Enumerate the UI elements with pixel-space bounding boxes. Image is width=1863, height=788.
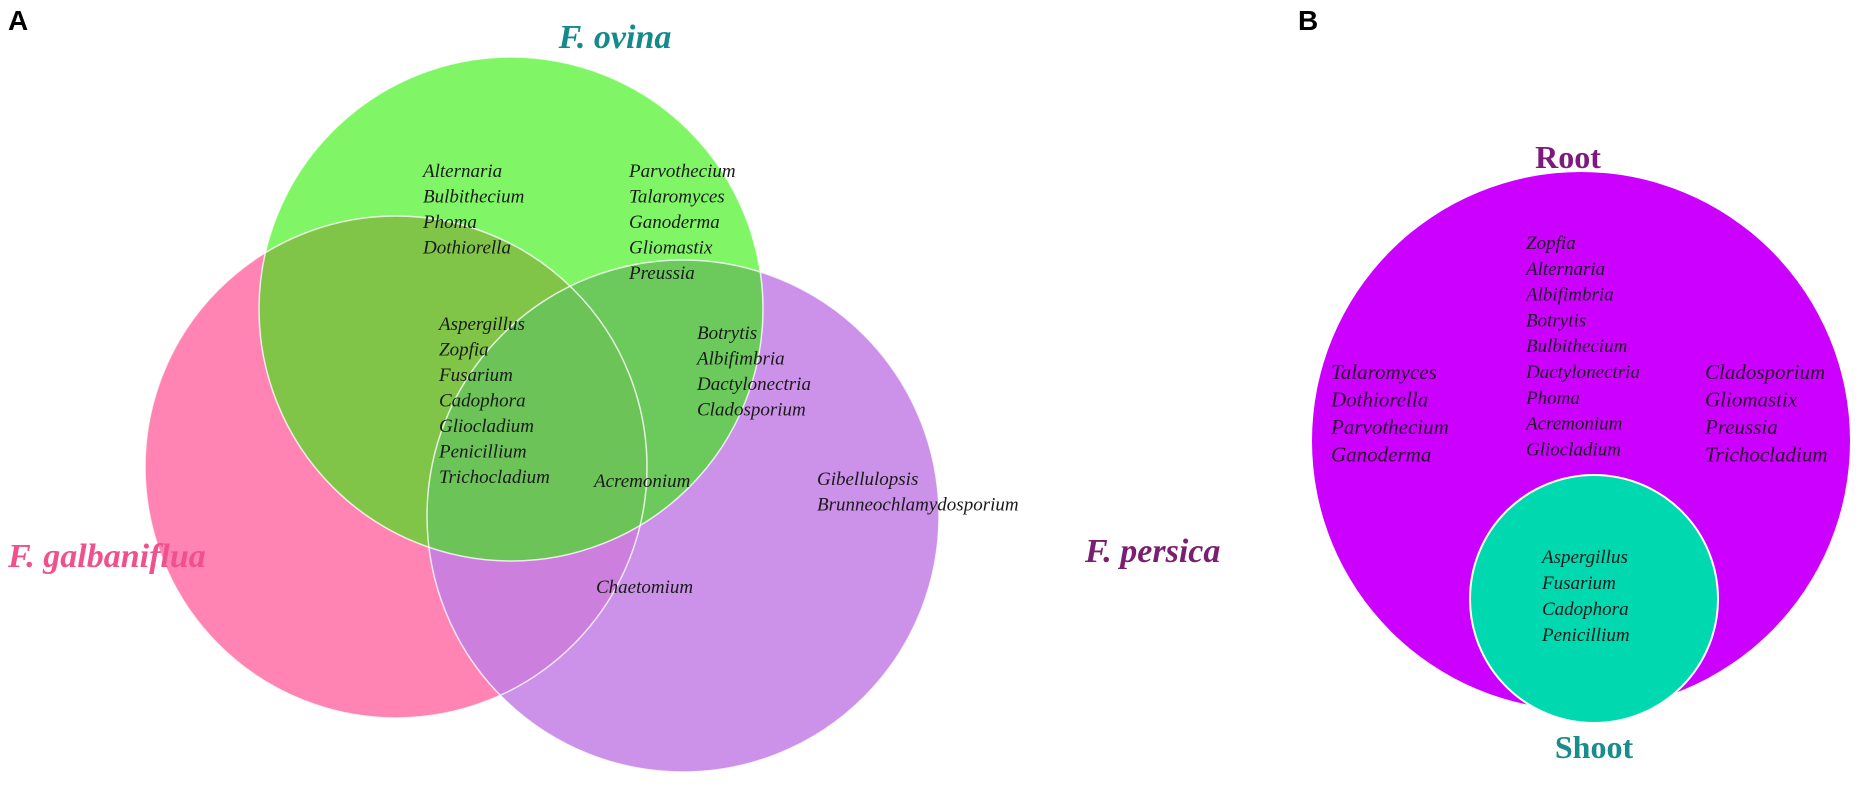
genus-label: Gliomastix [629, 238, 713, 259]
genus-label: Zopfia [1526, 233, 1576, 254]
panel-b-letter: B [1298, 5, 1318, 36]
genus-label: Parvothecium [628, 161, 736, 182]
genus-label: Albifimbria [695, 349, 785, 370]
genus-label: Trichocladium [439, 467, 550, 488]
genus-label: Botrytis [1526, 310, 1586, 331]
genus-label: Aspergillus [1540, 547, 1628, 568]
region-galbaniflua-persica: Chaetomium [596, 577, 693, 598]
genus-label: Zopfia [439, 340, 489, 361]
genus-label: Talaromyces [1331, 360, 1437, 384]
circle-shoot [1469, 474, 1719, 724]
genus-label: Talaromyces [629, 187, 725, 208]
genus-label: Phoma [1525, 388, 1580, 409]
genus-label: Fusarium [438, 365, 513, 386]
root-left-list: TalaromycesDothiorellaParvotheciumGanode… [1330, 360, 1449, 467]
genus-label: Aspergillus [437, 314, 525, 335]
genus-label: Bulbithecium [1526, 336, 1627, 357]
root-center-list: ZopfiaAlternariaAlbifimbriaBotrytisBulbi… [1524, 233, 1640, 460]
genus-label: Cadophora [439, 391, 526, 412]
title-galbaniflua: F. galbaniflua [7, 538, 206, 575]
genus-label: Ganoderma [1331, 443, 1431, 467]
title-shoot: Shoot [1555, 729, 1634, 765]
genus-label: Trichocladium [1705, 443, 1828, 467]
genus-label: Botrytis [697, 323, 757, 344]
circle-ovina [259, 57, 763, 561]
genus-label: Preussia [1704, 415, 1778, 439]
title-root: Root [1535, 139, 1601, 175]
genus-label: Gliocladium [439, 416, 534, 437]
genus-label: Albifimbria [1524, 285, 1614, 306]
genus-label: Alternaria [1524, 259, 1605, 280]
genus-label: Chaetomium [596, 577, 693, 598]
region-ovina-only-col2: ParvotheciumTalaromycesGanodermaGliomast… [628, 161, 736, 284]
genus-label: Phoma [422, 212, 477, 233]
panel-a: A F. ovina F. galbaniflua F. persica Alt… [7, 5, 1220, 773]
title-ovina: F. ovina [558, 19, 672, 56]
panel-b: B Root Shoot ZopfiaAlternariaAlbifimbria… [1298, 5, 1850, 765]
genus-label: Dactylonectria [1525, 362, 1640, 383]
genus-label: Penicillium [1541, 625, 1630, 646]
region-ovina-persica: BotrytisAlbifimbriaDactylonectriaCladosp… [695, 323, 811, 421]
outline-galbaniflua [144, 215, 648, 719]
genus-label: Gliomastix [1705, 388, 1798, 412]
genus-label: Acremonium [592, 471, 690, 492]
genus-label: Gibellulopsis [817, 469, 918, 490]
genus-label: Acremonium [1524, 414, 1622, 435]
genus-label: Cladosporium [697, 400, 806, 421]
genus-label: Cadophora [1542, 599, 1629, 620]
genus-label: Ganoderma [629, 212, 720, 233]
genus-label: Penicillium [438, 442, 527, 463]
genus-label: Parvothecium [1330, 415, 1449, 439]
genus-label: Preussia [628, 263, 695, 284]
genus-label: Brunneochlamydosporium [817, 495, 1019, 516]
genus-label: Alternaria [421, 161, 502, 182]
outline-ovina [258, 56, 764, 562]
title-persica: F. persica [1084, 533, 1220, 570]
genus-label: Dothiorella [1330, 388, 1428, 412]
region-ovina-galbaniflua: AspergillusZopfiaFusariumCadophoraGliocl… [437, 314, 550, 488]
outline-persica [426, 259, 940, 773]
genus-label: Dothiorella [422, 238, 511, 259]
genus-label: Cladosporium [1705, 360, 1825, 384]
genus-label: Fusarium [1541, 573, 1616, 594]
root-right-list: CladosporiumGliomastixPreussiaTrichoclad… [1704, 360, 1828, 467]
genus-label: Bulbithecium [423, 187, 524, 208]
genus-label: Gliocladium [1526, 439, 1621, 460]
region-all-three: Acremonium [592, 471, 690, 492]
panel-a-letter: A [8, 5, 28, 36]
genus-label: Dactylonectria [696, 374, 811, 395]
